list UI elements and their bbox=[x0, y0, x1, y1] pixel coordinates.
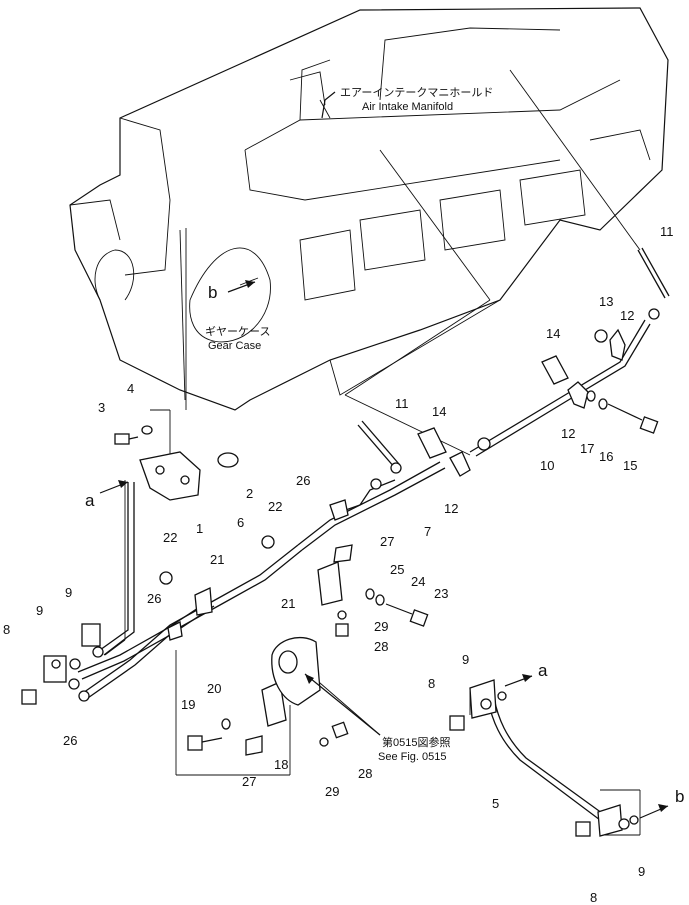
part-26-top: 26 bbox=[296, 473, 310, 488]
gear-label-en: Gear Case bbox=[208, 340, 261, 352]
part-12-middle: 12 bbox=[561, 426, 575, 441]
part-1: 1 bbox=[196, 521, 203, 536]
part-14-top: 14 bbox=[546, 326, 560, 341]
part-28-bottom: 28 bbox=[358, 766, 372, 781]
part-9-left-a: 9 bbox=[65, 585, 72, 600]
part-25: 25 bbox=[390, 562, 404, 577]
part-29-bottom: 29 bbox=[325, 784, 339, 799]
pipe-6 bbox=[77, 544, 303, 701]
part-18: 18 bbox=[274, 757, 288, 772]
part-12-top: 12 bbox=[620, 308, 634, 323]
part-28-middle: 28 bbox=[374, 639, 388, 654]
part-7: 7 bbox=[424, 524, 431, 539]
engine-block bbox=[69, 7, 669, 411]
part-27-bottom: 27 bbox=[242, 774, 256, 789]
part-number-labels: 1 2 3 4 5 6 7 8 8 8 9 9 9 9 10 11 11 12 … bbox=[3, 224, 674, 905]
part-22-left: 22 bbox=[163, 530, 177, 545]
part-14-middle: 14 bbox=[432, 404, 446, 419]
arrow-a-left: a bbox=[85, 491, 95, 510]
see-fig-label-jp: 第0515図参照 bbox=[382, 735, 450, 749]
part-11-right: 11 bbox=[660, 224, 674, 239]
part-11-middle: 11 bbox=[395, 396, 409, 411]
fittings bbox=[21, 308, 660, 837]
pipe-7 bbox=[297, 461, 446, 551]
part-13: 13 bbox=[599, 294, 613, 309]
part-26-bottom: 26 bbox=[63, 733, 77, 748]
part-29-middle: 29 bbox=[374, 619, 388, 634]
pipe-11 bbox=[357, 247, 670, 469]
part-9-right: 9 bbox=[462, 652, 469, 667]
intake-label-en: Air Intake Manifold bbox=[362, 101, 453, 113]
arrow-b-left: b bbox=[208, 283, 217, 302]
part-19: 19 bbox=[181, 697, 195, 712]
part-9-bottom: 9 bbox=[638, 864, 645, 879]
part-8-right: 8 bbox=[428, 676, 435, 691]
arrow-a-right: a bbox=[538, 661, 548, 680]
pipe-10 bbox=[469, 319, 651, 457]
part-23: 23 bbox=[434, 586, 448, 601]
part-10: 10 bbox=[540, 458, 554, 473]
see-fig-label-en: See Fig. 0515 bbox=[378, 751, 447, 763]
arrow-marks bbox=[99, 91, 669, 819]
part-8-bottom: 8 bbox=[590, 890, 597, 905]
part-21-right: 21 bbox=[281, 596, 295, 611]
gear-label-jp: ギヤーケース bbox=[205, 325, 270, 338]
part-26-middle: 26 bbox=[147, 591, 161, 606]
part-17: 17 bbox=[580, 441, 594, 456]
part-22-middle: 22 bbox=[268, 499, 282, 514]
part-5: 5 bbox=[492, 796, 499, 811]
part-15: 15 bbox=[623, 458, 637, 473]
part-8-left: 8 bbox=[3, 622, 10, 637]
callout-labels: エアーインテークマニホールド Air Intake Manifold ギヤーケー… bbox=[85, 86, 684, 806]
part-27-top: 27 bbox=[380, 534, 394, 549]
part-9-left-b: 9 bbox=[36, 603, 43, 618]
part-20: 20 bbox=[207, 681, 221, 696]
intake-label-jp: エアーインテークマニホールド bbox=[340, 86, 493, 99]
part-16: 16 bbox=[599, 449, 613, 464]
part-2: 2 bbox=[246, 486, 253, 501]
part-24: 24 bbox=[411, 574, 425, 589]
leader-lines bbox=[104, 69, 641, 836]
pipe-left-vertical bbox=[99, 482, 135, 656]
part-21-left: 21 bbox=[210, 552, 224, 567]
arrow-b-right: b bbox=[675, 787, 684, 806]
part-3: 3 bbox=[98, 400, 105, 415]
part-4: 4 bbox=[127, 381, 134, 396]
part-12-lower: 12 bbox=[444, 501, 458, 516]
part-6: 6 bbox=[237, 515, 244, 530]
